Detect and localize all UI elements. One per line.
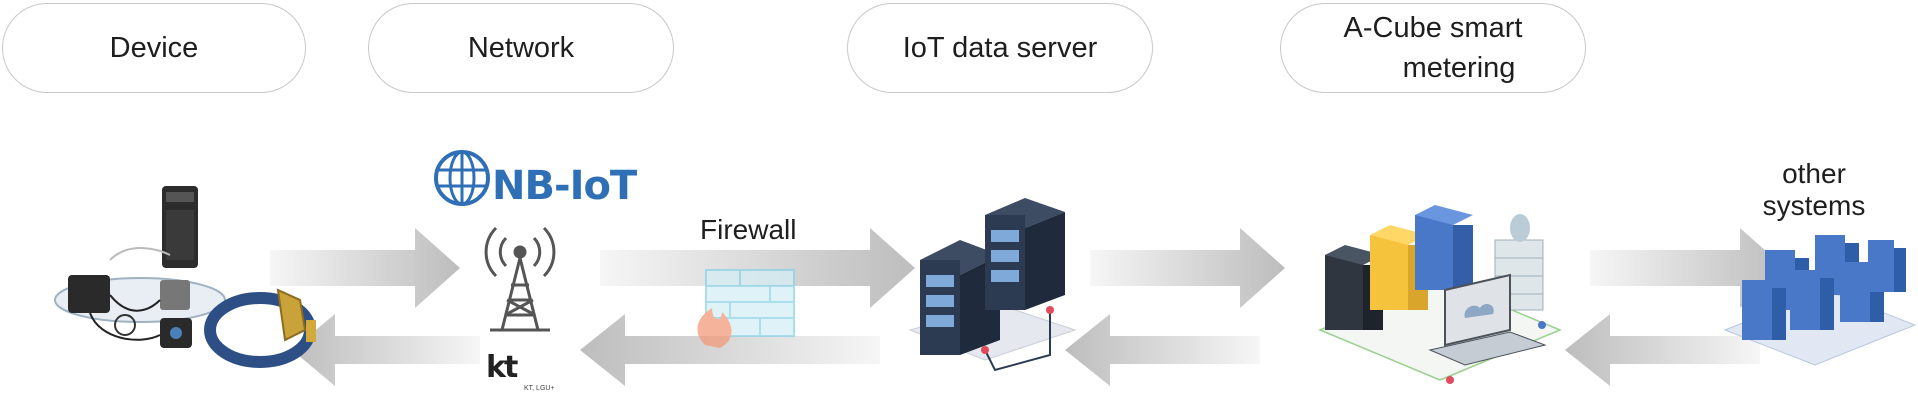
- kt-logo-text: kt: [486, 350, 518, 385]
- server-stack-icon: [1723, 235, 1917, 366]
- other-systems-line2: systems: [1762, 190, 1866, 221]
- arrow-network-to-device: [292, 314, 480, 386]
- firewall-icon: [697, 269, 795, 348]
- device-header: Device: [2, 3, 306, 93]
- arrow-server-to-acube: [1090, 228, 1285, 308]
- acube-header: A-Cube smart metering: [1280, 3, 1586, 93]
- nbiot-logo-text: NB-IoT: [492, 163, 637, 209]
- arrow-other-to-acube: [1565, 314, 1760, 386]
- laptop-icon: [1428, 273, 1547, 384]
- network-header-label: Network: [467, 32, 575, 64]
- other-systems-label: other systems: [1754, 158, 1874, 222]
- iot-server-header: IoT data server: [847, 3, 1153, 93]
- arrow-acube-to-other: [1590, 228, 1785, 308]
- arrow-acube-to-server: [1065, 314, 1260, 386]
- arrow-network-to-server: [600, 228, 915, 308]
- cell-tower-icon: [484, 226, 556, 332]
- arrow-server-to-network: [580, 314, 880, 386]
- device-cluster-icon: [54, 186, 316, 368]
- server-rack-icon: [908, 198, 1077, 372]
- acube-header-line1: A-Cube smart: [1343, 12, 1523, 44]
- firewall-label: Firewall: [700, 214, 797, 245]
- other-systems-line1: other: [1782, 158, 1846, 189]
- kt-logo-subtext: KT, LGU+: [524, 385, 555, 392]
- arrow-device-to-network: [270, 228, 460, 308]
- acube-header-line2: metering: [1402, 52, 1516, 84]
- nbiot-globe-icon: [434, 150, 490, 206]
- iot-server-header-label: IoT data server: [902, 32, 1098, 64]
- network-header: Network: [368, 3, 674, 93]
- device-header-label: Device: [109, 32, 199, 64]
